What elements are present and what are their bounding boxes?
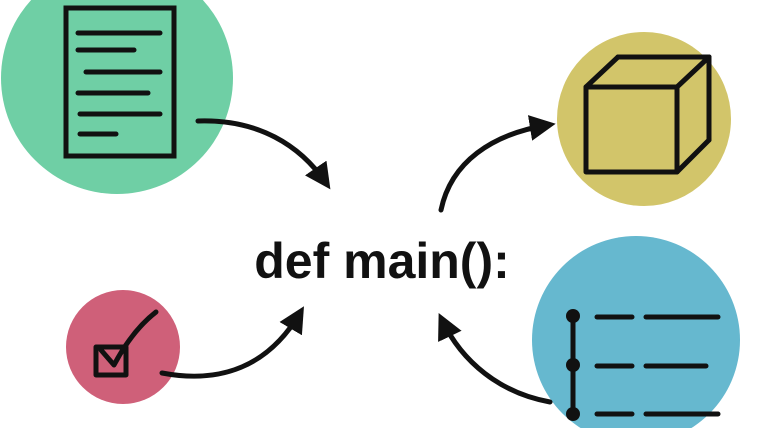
list-node-circle xyxy=(532,236,740,428)
list-icon xyxy=(566,309,721,421)
arrow-checkbox-to-main xyxy=(159,306,304,379)
main-function-label: def main(): xyxy=(254,233,510,289)
arrow-document-to-main xyxy=(195,118,331,190)
checkbox-node xyxy=(66,290,180,404)
list-node xyxy=(532,236,740,428)
arrow-list-to-main xyxy=(438,312,553,405)
arrow-main-to-cube xyxy=(438,115,556,213)
checkbox-icon xyxy=(93,309,159,378)
document-node xyxy=(1,0,233,194)
cube-node xyxy=(557,32,731,206)
document-node-circle xyxy=(1,0,233,194)
document-icon xyxy=(63,5,177,159)
cube-icon xyxy=(583,54,712,175)
